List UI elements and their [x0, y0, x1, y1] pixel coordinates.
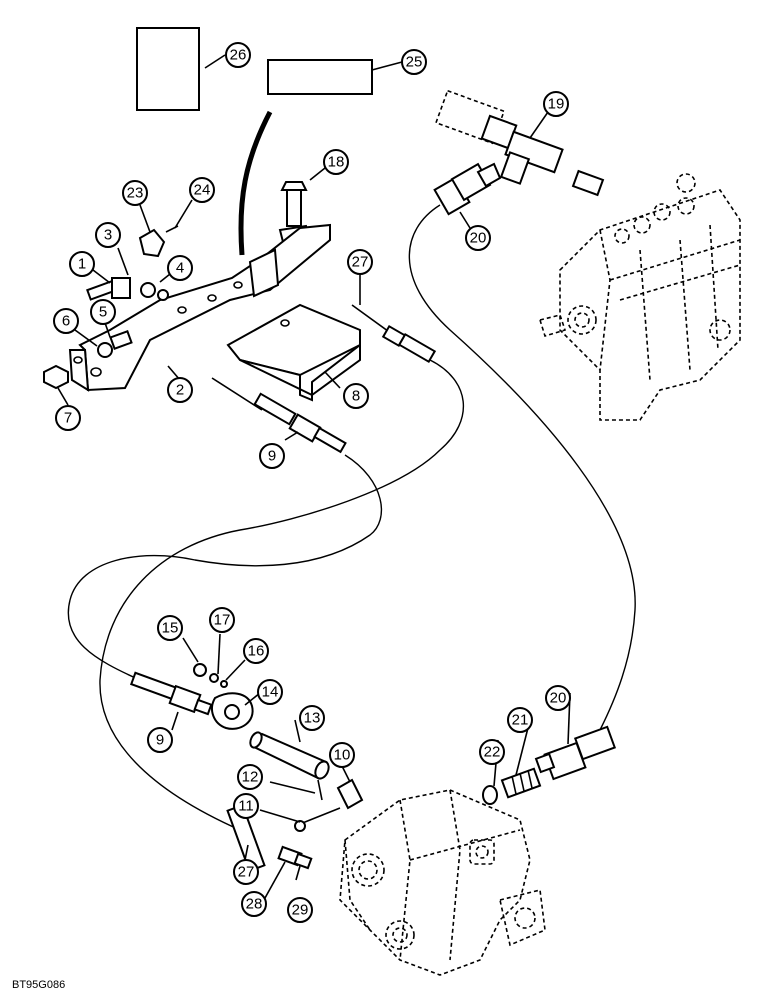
callout-9-upper-label: 9 — [268, 448, 276, 465]
callout-5: 5 — [90, 299, 116, 325]
callout-29-label: 29 — [292, 902, 309, 919]
callout-3-label: 3 — [104, 227, 112, 244]
callout-8: 8 — [343, 383, 369, 409]
callout-11: 11 — [233, 793, 259, 819]
callout-18-label: 18 — [328, 154, 345, 171]
callout-19: 19 — [543, 91, 569, 117]
control-valve-upper — [538, 173, 741, 421]
callout-6-label: 6 — [62, 313, 70, 330]
callout-15-label: 15 — [162, 620, 179, 637]
bracket-2-part — [68, 223, 331, 392]
callout-7-label: 7 — [64, 410, 72, 427]
callout-10: 10 — [329, 742, 355, 768]
decal-arrow — [238, 110, 273, 256]
callout-13: 13 — [299, 705, 325, 731]
callout-28-label: 28 — [246, 896, 263, 913]
callout-3: 3 — [95, 222, 121, 248]
callout-27-lower: 27 — [233, 859, 259, 885]
callout-25-label: 25 — [406, 54, 423, 71]
callout-12-label: 12 — [242, 769, 259, 786]
callout-10-label: 10 — [334, 747, 351, 764]
hardware-parts — [43, 225, 179, 390]
callout-12: 12 — [237, 764, 263, 790]
callout-15: 15 — [157, 615, 183, 641]
hose-20 — [408, 204, 636, 731]
callout-16-label: 16 — [248, 643, 265, 660]
callout-20-lower: 20 — [545, 685, 571, 711]
callout-28: 28 — [241, 891, 267, 917]
sleeve-13-part — [249, 731, 330, 780]
hose-cable-27 — [99, 359, 464, 831]
decal-25 — [267, 59, 373, 95]
decal-26 — [136, 27, 200, 111]
callout-1-label: 1 — [78, 256, 86, 273]
callout-11-label: 11 — [238, 798, 254, 815]
callout-21-label: 21 — [512, 712, 529, 729]
callout-7: 7 — [55, 405, 81, 431]
callout-18: 18 — [323, 149, 349, 175]
callout-9-lower: 9 — [147, 727, 173, 753]
callout-6: 6 — [53, 308, 79, 334]
callout-26-label: 26 — [230, 47, 247, 64]
o-ring-22 — [482, 785, 498, 805]
callout-27-lower-label: 27 — [238, 864, 255, 881]
callout-26: 26 — [225, 42, 251, 68]
callout-13-label: 13 — [304, 710, 321, 727]
tee-fitting-19 — [434, 89, 605, 197]
cable-9-lower — [129, 671, 213, 716]
callout-17: 17 — [209, 607, 235, 633]
callout-8-label: 8 — [352, 388, 360, 405]
fitting-21-lower — [500, 767, 542, 799]
callout-2-label: 2 — [176, 382, 184, 399]
callout-9-lower-label: 9 — [156, 732, 164, 749]
callout-20-upper: 20 — [465, 225, 491, 251]
figure-code: BT95G086 — [12, 979, 65, 991]
callout-27-upper-label: 27 — [352, 254, 369, 271]
callout-14-label: 14 — [262, 684, 279, 701]
plate-8-part — [226, 303, 361, 402]
lever-parts-14-17 — [193, 663, 254, 730]
fitting-20-lower — [534, 725, 617, 781]
callout-4-label: 4 — [176, 260, 184, 277]
pin-parts-10-12 — [294, 778, 364, 832]
callout-21: 21 — [507, 707, 533, 733]
callout-20-upper-label: 20 — [470, 230, 487, 247]
control-valve-lower — [339, 789, 546, 976]
cable-27-upper — [351, 304, 437, 364]
callout-19-label: 19 — [548, 96, 565, 113]
callout-1: 1 — [69, 251, 95, 277]
callout-27-upper: 27 — [347, 249, 373, 275]
hose-cable-9 — [67, 454, 383, 681]
cable-27-lower — [226, 803, 313, 873]
callout-9-upper: 9 — [259, 443, 285, 469]
callout-14: 14 — [257, 679, 283, 705]
callout-22-label: 22 — [484, 744, 501, 761]
callout-2: 2 — [167, 377, 193, 403]
callout-16: 16 — [243, 638, 269, 664]
callout-4: 4 — [167, 255, 193, 281]
cable-9-upper — [211, 377, 347, 454]
callout-24: 24 — [189, 177, 215, 203]
callout-23: 23 — [122, 180, 148, 206]
callout-23-label: 23 — [127, 185, 144, 202]
callout-24-label: 24 — [194, 182, 211, 199]
callout-22: 22 — [479, 739, 505, 765]
fitting-20-upper — [433, 162, 502, 216]
callout-29: 29 — [287, 897, 313, 923]
callout-20-lower-label: 20 — [550, 690, 567, 707]
callout-25: 25 — [401, 49, 427, 75]
callout-17-label: 17 — [214, 612, 231, 629]
callout-5-label: 5 — [99, 304, 107, 321]
